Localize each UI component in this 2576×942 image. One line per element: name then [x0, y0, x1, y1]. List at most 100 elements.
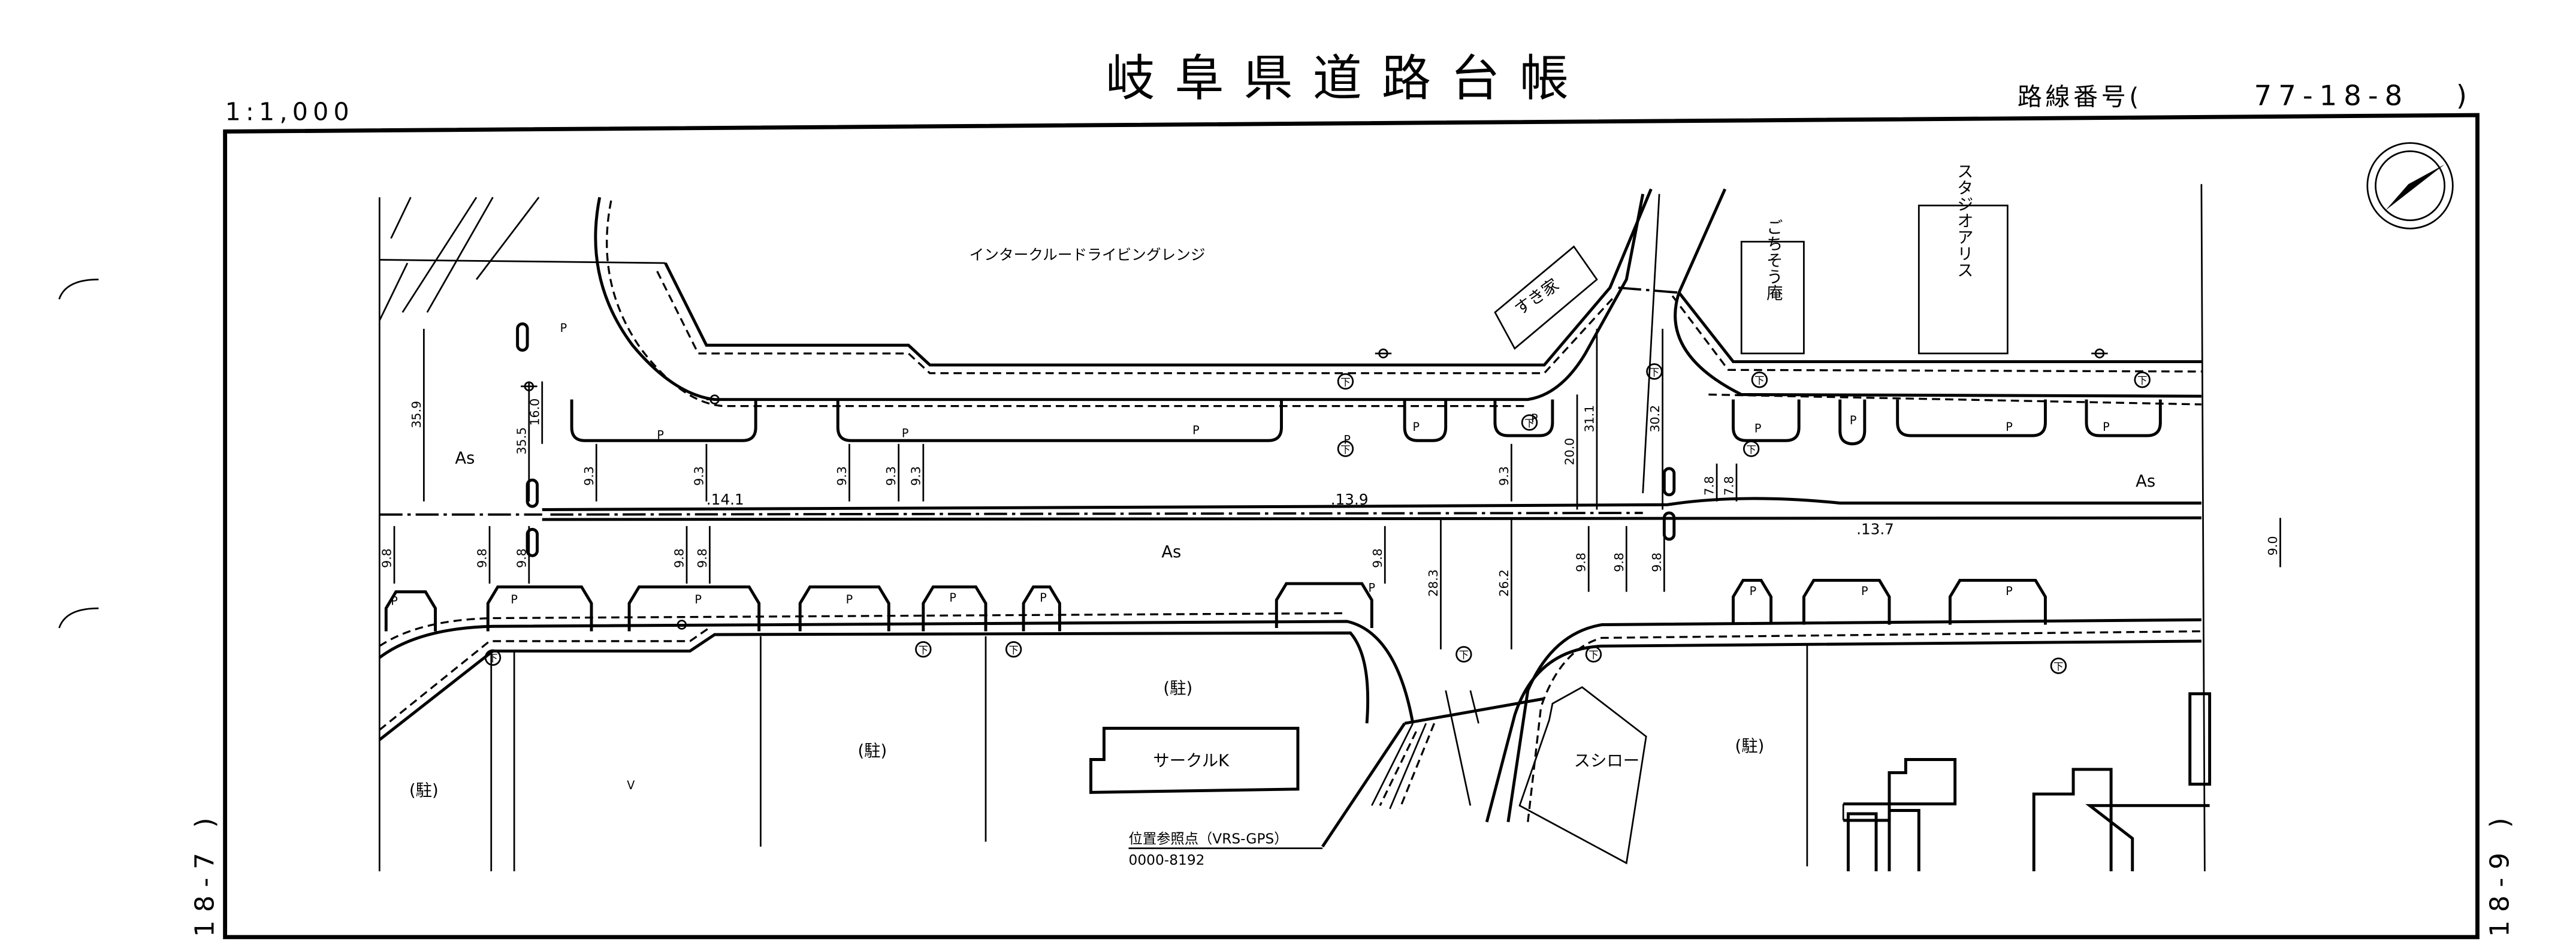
- svg-text:下: 下: [488, 653, 497, 664]
- sewer-manhole-icon: 下: [1743, 440, 1760, 457]
- parking-mark: P: [2006, 584, 2013, 598]
- building-studio-alice: スタジオアリス: [1917, 163, 2009, 355]
- building-circle-k: サークルK: [1089, 726, 1300, 794]
- parking-bay: [1732, 399, 1801, 442]
- parking-mark: P: [1754, 422, 1762, 436]
- road-centerline: [379, 497, 2201, 521]
- sewer-manhole-icon: 下: [2050, 657, 2067, 674]
- traffic-island-icon: [1662, 467, 1676, 497]
- road-width-label: .13.9: [1331, 491, 1369, 508]
- dimension-label: 35.5: [514, 427, 529, 455]
- dimension-label: 9.0: [2266, 536, 2280, 556]
- dimension-label: 9.8: [380, 548, 394, 568]
- sewer-manhole-icon: 下: [1337, 373, 1354, 390]
- dimension-label: 9.8: [672, 548, 687, 568]
- parking-bays: [384, 399, 2162, 632]
- dimension-label: 9.3: [884, 466, 898, 486]
- dimension-label: 9.8: [1612, 552, 1626, 572]
- sewer-manhole-icon: 下: [1455, 646, 1472, 663]
- dimension-label: 26.2: [1497, 569, 1511, 597]
- sewer-manhole-icon: 下: [1337, 440, 1354, 457]
- svg-text:下: 下: [1589, 650, 1598, 661]
- parking-mark: P: [1531, 412, 1538, 425]
- parking-bay: [486, 585, 593, 632]
- traffic-island-icon: [1662, 511, 1676, 541]
- dimension-label: 9.8: [475, 548, 490, 568]
- binder-hole-mark: [58, 279, 99, 300]
- adjacent-sheet-left[interactable]: 18-7 ): [189, 810, 220, 937]
- reference-point-code: 0000-8192: [1129, 852, 1205, 868]
- parking-mark: P: [2006, 420, 2013, 434]
- surface-label: As: [455, 449, 475, 468]
- parking-mark: P: [1192, 423, 1200, 437]
- parking-bay: [1896, 399, 2047, 437]
- adjacent-sheet-right[interactable]: 18-9 ): [2485, 810, 2515, 937]
- dimension-label: 31.1: [1582, 405, 1596, 433]
- dimension-label: 9.3: [908, 466, 923, 486]
- reference-point[interactable]: 位置参照点（VRS-GPS） 0000-8192: [1129, 831, 1323, 868]
- utility-pole-icon: [1375, 348, 1392, 359]
- upper-road-edges: [379, 188, 2201, 494]
- svg-text:下: 下: [1746, 444, 1756, 455]
- utility-pole-icon: [2091, 348, 2108, 359]
- parking-bay: [2085, 399, 2162, 437]
- route-close: ): [2456, 80, 2467, 112]
- surface-label: As: [2136, 472, 2155, 491]
- parking-bay: [836, 399, 1284, 442]
- parking-bay: [1948, 578, 2047, 625]
- page-title: 岐阜県道路台帳: [1106, 50, 1589, 107]
- svg-text:スシロー: スシロー: [1574, 751, 1640, 770]
- svg-text:下: 下: [1459, 650, 1469, 661]
- utility-pole-icon: [521, 381, 537, 391]
- route-label: 路線番号(: [2018, 83, 2142, 111]
- parking-bay: [1403, 399, 1448, 442]
- parking-bay: [1493, 399, 1554, 437]
- parking-bay: [1838, 399, 1867, 446]
- parking-mark: P: [1861, 584, 1868, 598]
- traffic-island-icon: [526, 478, 539, 508]
- traffic-island-icon: [516, 322, 529, 352]
- parking-mark: P: [657, 428, 664, 442]
- parking-mark: P: [511, 593, 518, 606]
- utility-pole-icon: [706, 394, 723, 404]
- parking-mark: P: [902, 427, 909, 440]
- buildings-southeast: [1843, 692, 2212, 872]
- svg-text:スタジオアリス: スタジオアリス: [1954, 163, 1973, 278]
- svg-text:サークルK: サークルK: [1153, 751, 1230, 770]
- sewer-manhole-icon: 下: [1751, 372, 1768, 388]
- parking-bay: [627, 585, 761, 632]
- parking-lot-label: (駐): [857, 742, 887, 760]
- parking-mark: P: [560, 321, 567, 335]
- svg-text:下: 下: [1754, 375, 1764, 387]
- dimension-label: 30.2: [1648, 405, 1662, 433]
- reference-point-label: 位置参照点（VRS-GPS）: [1129, 831, 1288, 847]
- map-boundary-right: [2200, 184, 2206, 872]
- dimension-label: 9.3: [835, 466, 849, 486]
- dimension-label: 9.3: [691, 466, 706, 486]
- parking-bay: [798, 585, 890, 632]
- parking-mark: P: [1343, 433, 1351, 447]
- north-arrow-icon: [2366, 142, 2454, 230]
- traffic-island-icon: [526, 527, 539, 557]
- svg-text:下: 下: [2137, 375, 2147, 387]
- building-sushiro: スシロー: [1518, 686, 1647, 865]
- svg-text:下: 下: [2053, 661, 2063, 672]
- parking-lot-label: (駐): [1735, 737, 1765, 756]
- dimension-label: 28.3: [1426, 569, 1440, 597]
- sewer-manhole-icon: 下: [2134, 372, 2151, 388]
- svg-text:下: 下: [919, 645, 928, 656]
- building-gochisouan: ごちそう庵: [1740, 219, 1805, 355]
- parking-mark: P: [391, 594, 398, 608]
- svg-text:下: 下: [1524, 418, 1534, 429]
- parking-mark: P: [2103, 420, 2110, 434]
- dimension-label: 9.8: [695, 548, 709, 568]
- dimension-label: 20.0: [1563, 438, 1577, 466]
- parking-bay: [570, 399, 757, 442]
- sheet-frame: [223, 113, 2480, 940]
- parking-bay: [1802, 578, 1891, 625]
- svg-text:下: 下: [1008, 645, 1018, 656]
- check-mark: V: [627, 778, 635, 792]
- sewer-manhole-icon: 下: [1521, 414, 1538, 431]
- svg-text:すき家: すき家: [1511, 276, 1562, 319]
